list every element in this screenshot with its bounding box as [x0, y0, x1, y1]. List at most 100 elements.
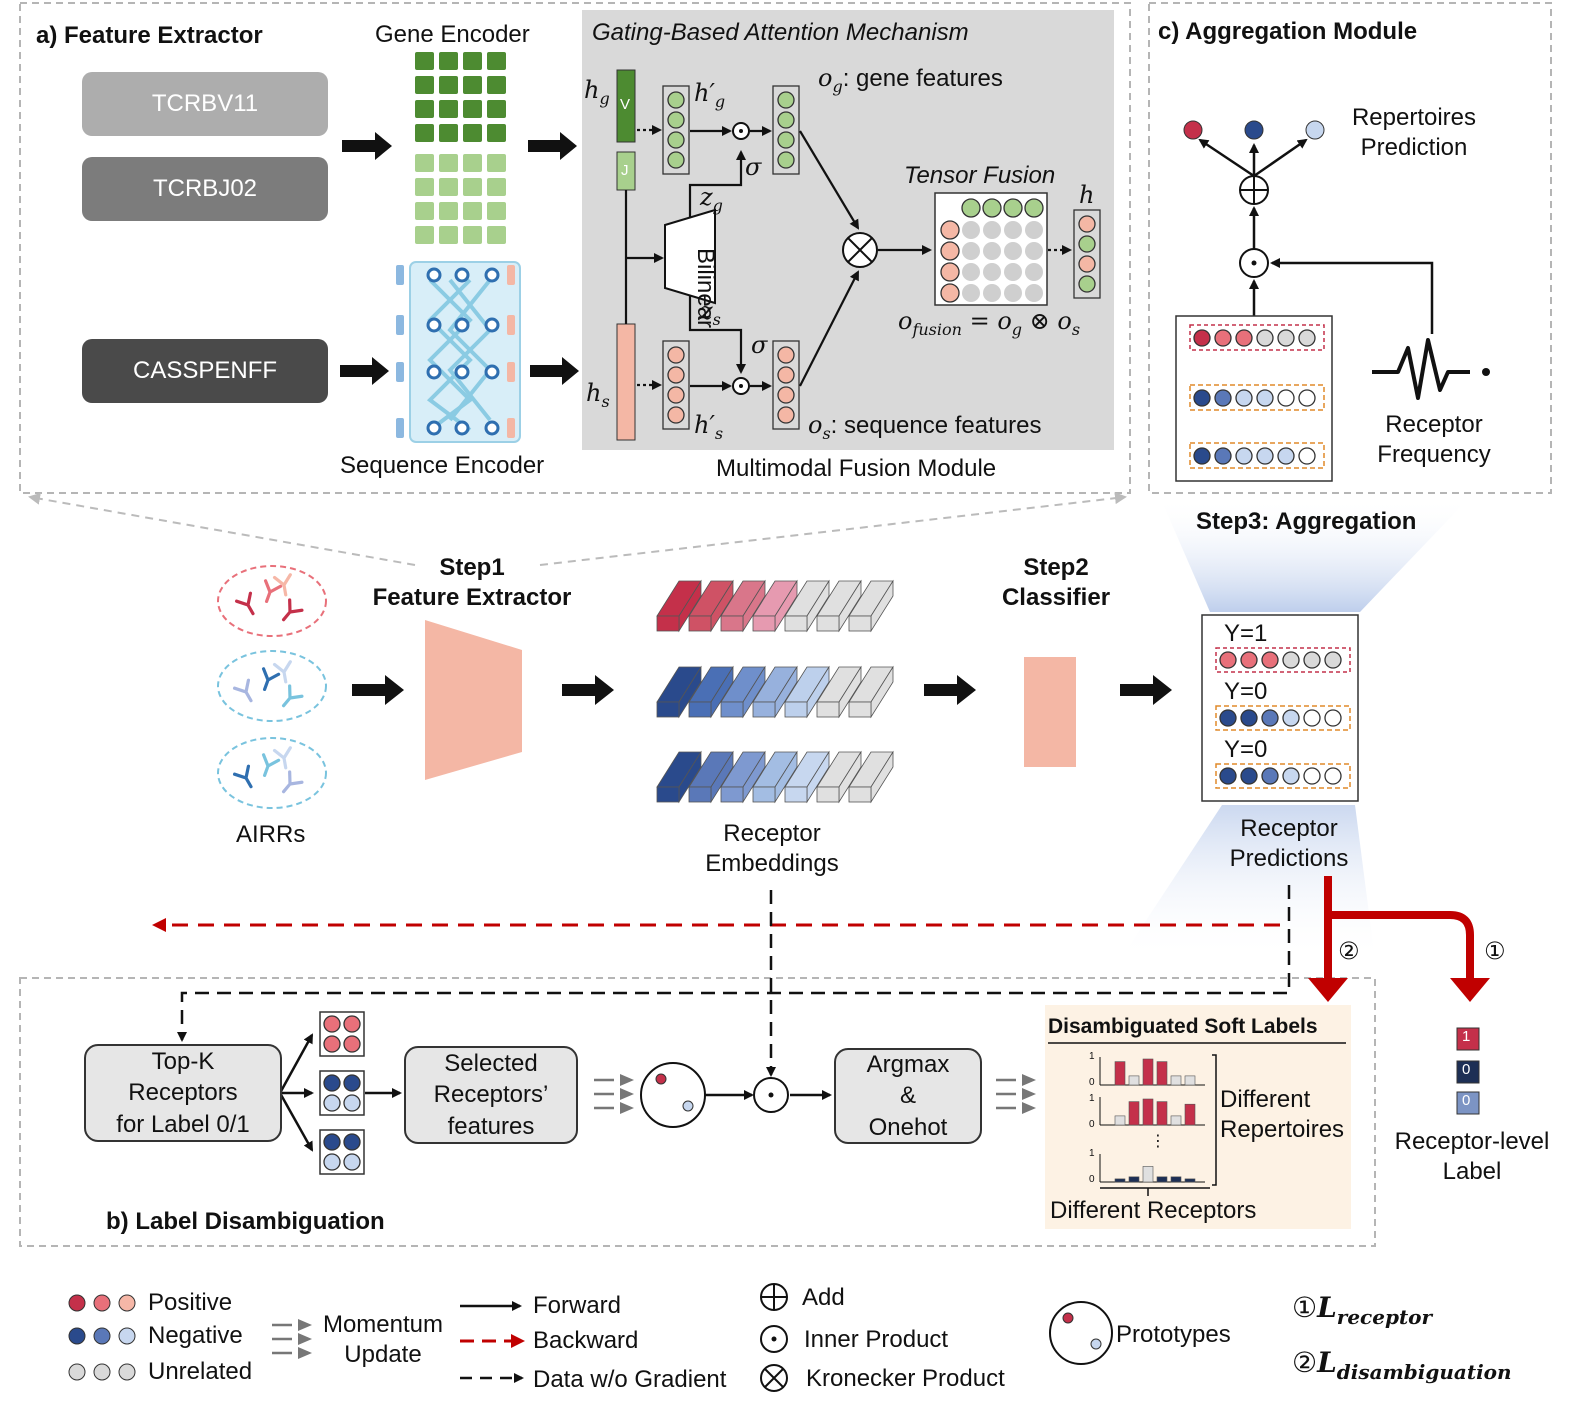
- pred-pos-node: [1282, 651, 1300, 669]
- agg-neg-node: [1214, 389, 1232, 407]
- attention-node: [426, 317, 442, 333]
- attention-node: [454, 420, 470, 436]
- gene-cell: [487, 76, 506, 94]
- panel-a-frame: [19, 2, 1131, 494]
- o-g-label: og: gene features: [818, 64, 1003, 96]
- attention-node: [454, 267, 470, 283]
- gene-cell: [415, 226, 434, 244]
- tensor-gene-node: [982, 198, 1002, 218]
- sequence-encoder-graphic: [396, 261, 521, 443]
- grid-node: [343, 1035, 361, 1053]
- pred-pos-node: [1240, 651, 1258, 669]
- embedding-front: [784, 615, 808, 632]
- momentum-arrow: [1022, 1102, 1036, 1114]
- zoom-line-right: [539, 492, 1127, 566]
- vector-node: [777, 386, 795, 404]
- pred-neg-node: [1240, 767, 1258, 785]
- legend-positive: Positive: [148, 1289, 233, 1316]
- receptor-label-2: [1456, 1060, 1480, 1084]
- frequency-waveform: [1372, 338, 1470, 400]
- vector-frame: [772, 340, 800, 430]
- pred-neg-node: [1303, 767, 1321, 785]
- agg-neg-node: [1256, 389, 1274, 407]
- embedding-front: [848, 701, 872, 718]
- grid-node: [343, 1074, 361, 1092]
- vector-node: [1078, 235, 1096, 253]
- momentum-arrow: [620, 1088, 634, 1100]
- embedding-front: [784, 786, 808, 803]
- bilinear-trapezoid: [664, 208, 716, 305]
- receptor-embeddings-graphic: [656, 579, 894, 804]
- antibody: [272, 573, 292, 597]
- vector-node: [667, 91, 685, 109]
- aggregation-graphic: [1175, 120, 1490, 482]
- grid-node: [343, 1015, 361, 1033]
- grid-node: [323, 1015, 341, 1033]
- bar-axis-zero-3: 0: [1089, 1174, 1095, 1185]
- antibody-stroke: [281, 684, 304, 708]
- momentum-arrow: [1022, 1074, 1036, 1086]
- antibody-stroke: [234, 591, 255, 616]
- fusion-equation: ofusion = og ⊗ os: [898, 307, 1081, 339]
- embedding-front: [656, 701, 680, 718]
- hp-s-label: h′s: [694, 411, 724, 443]
- different-receptors-label: Different Receptors: [1050, 1197, 1257, 1224]
- agg-pos-node: [1277, 329, 1295, 347]
- soft-label-bar: [1170, 1115, 1182, 1126]
- antibody-stroke: [263, 579, 283, 603]
- momentum-arrow: [298, 1333, 312, 1345]
- panel-c-title: c) Aggregation Module: [1158, 18, 1418, 45]
- momentum-arrow: [298, 1319, 312, 1331]
- grid-node: [323, 1035, 341, 1053]
- agg-neg-node: [1277, 447, 1295, 465]
- attention-node: [484, 267, 500, 283]
- loss-arrows: [1324, 876, 1474, 985]
- antibody: [272, 746, 292, 770]
- gene-cell: [463, 226, 482, 244]
- sigma-gene: σ: [745, 153, 762, 181]
- gene-cell: [439, 202, 458, 220]
- gene-cell: [487, 124, 506, 142]
- antibody-stroke: [261, 667, 281, 691]
- vector-frame: [662, 85, 690, 175]
- agg-pos-node: [1214, 329, 1232, 347]
- panel-c-frame: [1148, 2, 1552, 494]
- pred-neg-node: [1282, 709, 1300, 727]
- vector-node: [777, 111, 795, 129]
- soft-label-bar: [1156, 1176, 1168, 1183]
- soft-label-bar: [1142, 1098, 1154, 1126]
- legend-prototypes: Prototypes: [1116, 1321, 1231, 1348]
- agg-neg-node: [1193, 447, 1211, 465]
- airrs-label: AIRRs: [236, 821, 306, 848]
- tensor-cell: [1025, 221, 1043, 239]
- seq-token: [507, 315, 515, 335]
- gene-cell: [463, 124, 482, 142]
- gene-cell: [439, 100, 458, 118]
- vector-frame: [662, 340, 690, 430]
- j-gene-pill: TCRBJ02: [82, 157, 328, 221]
- attention-node: [454, 364, 470, 380]
- embedding-front: [688, 701, 712, 718]
- gene-cell: [463, 52, 482, 70]
- tensor-gene-node: [1024, 198, 1044, 218]
- soft-label-bar: [1142, 1058, 1154, 1086]
- antibody-stroke: [281, 770, 304, 794]
- pred-row-3-label: Y=0: [1224, 736, 1268, 763]
- step3-label: Step3: Aggregation: [1196, 508, 1417, 535]
- argmax-box: Argmax&Onehot: [834, 1048, 982, 1144]
- antibody-stroke: [272, 746, 292, 770]
- embedding-front: [816, 786, 840, 803]
- panel-b-graphics: [278, 1005, 1351, 1229]
- grid-node: [343, 1133, 361, 1151]
- legend-backward: Backward: [533, 1327, 639, 1354]
- soft-label-bar: [1170, 1176, 1182, 1183]
- pred-pos-node: [1219, 651, 1237, 669]
- grid-node: [343, 1094, 361, 1112]
